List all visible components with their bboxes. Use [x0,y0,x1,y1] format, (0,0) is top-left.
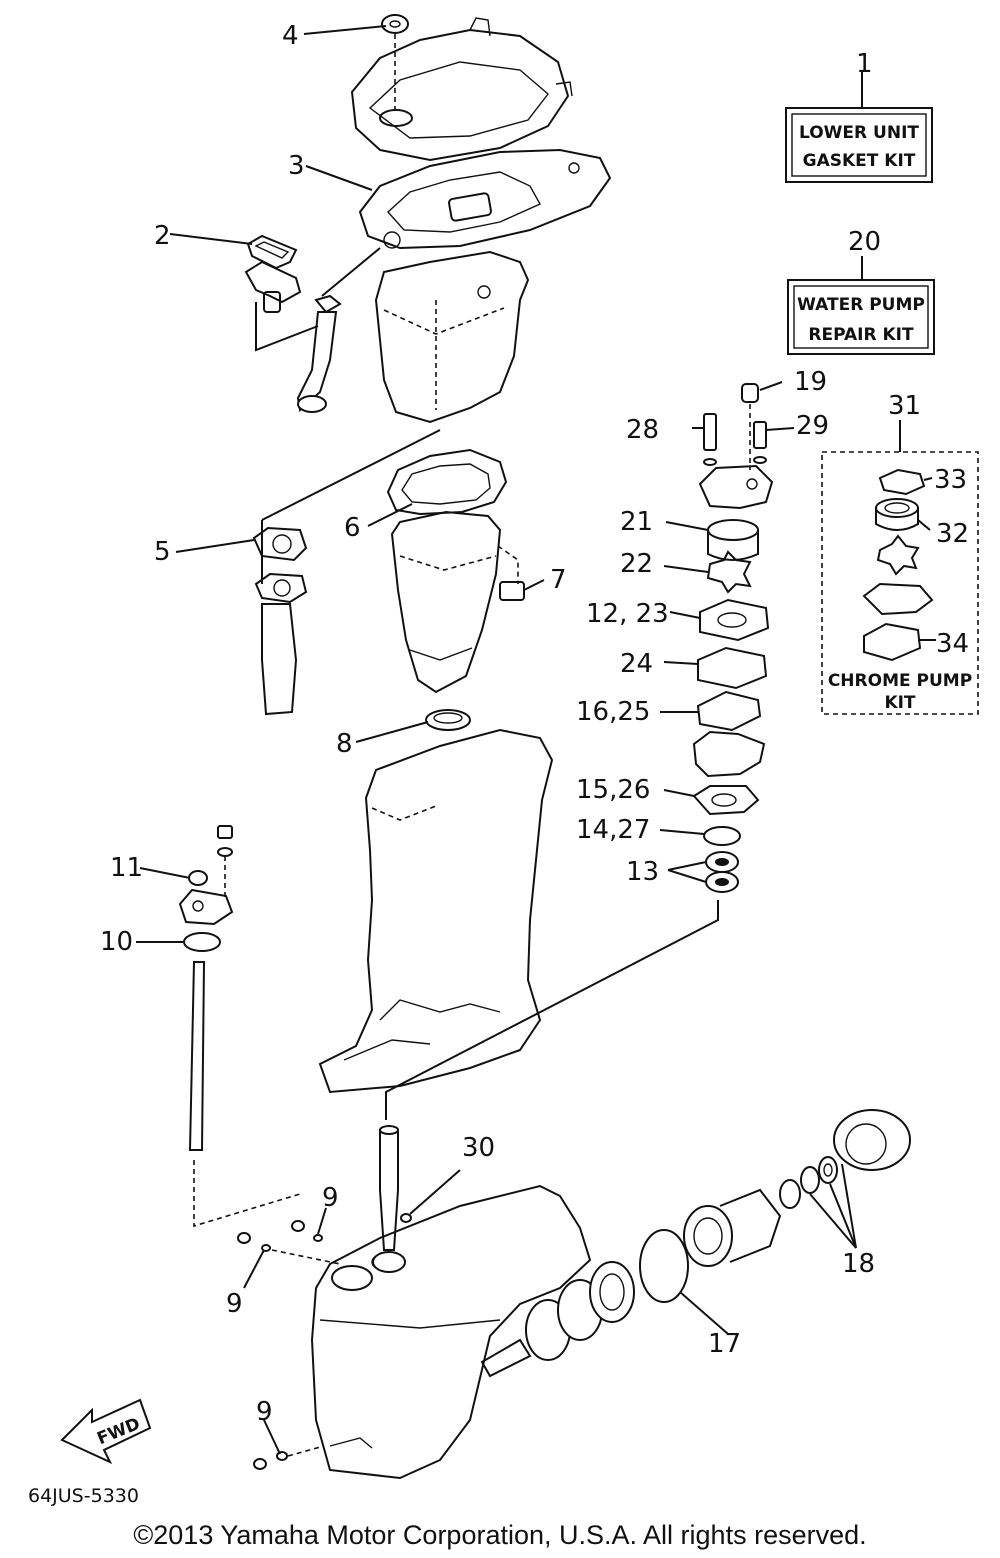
callout-9-upper: 9 [322,1183,339,1213]
lower-unit-gasket-kit-box: LOWER UNIT GASKET KIT [785,107,933,183]
grommet-part-19 [741,383,759,403]
callout-28: 28 [626,415,659,445]
chrome-pump-kit-line1: CHROME PUMP [828,671,972,691]
bolt-part-28 [703,413,717,466]
insert-cartridge-part-21 [707,519,759,561]
upper-casing-part [374,250,530,424]
impeller-in-kit-part [876,534,920,576]
o-ring-part-14-27 [703,826,741,846]
bracket-part [244,260,302,313]
callout-12-23: 12, 23 [586,599,669,629]
diagram-code: 64JUS-5330 [28,1485,139,1507]
screw-part-9c [253,1451,288,1470]
insert-part-32 [875,498,919,531]
nut-part-11 [188,870,208,886]
cartridge-part-33 [878,468,926,496]
bushing-part [779,1179,801,1209]
gasket-part-6 [386,448,508,516]
chrome-pump-kit-box [821,451,979,715]
lower-casing-cap-part [683,1188,782,1267]
lower-casing-part [318,728,554,1094]
water-pump-repair-kit-box: WATER PUMP REPAIR KIT [787,279,935,355]
washers-part-18 [800,1156,838,1194]
outer-plate-cartridge-part-24 [697,646,768,690]
impeller-part-22 [706,550,752,594]
bearing-housing-part [525,1261,635,1361]
callout-34: 34 [936,629,969,659]
callout-2: 2 [154,221,171,251]
screw-part-9a [237,1220,323,1252]
shift-rod-part [188,961,206,1151]
cap-part-7 [499,581,525,601]
water-tube-part [296,294,342,413]
callout-17: 17 [708,1329,741,1359]
oil-seal-part-13b [705,871,739,893]
callout-19: 19 [794,367,827,397]
grommet-part-30 [400,1213,412,1223]
callout-16-25: 16,25 [576,697,650,727]
callout-6: 6 [344,513,361,543]
propeller-cap-part [833,1109,911,1171]
seal-part-2 [246,234,298,270]
upper-cover-part [350,17,573,162]
exhaust-guide-part [390,510,502,694]
callout-32: 32 [936,519,969,549]
callout-13: 13 [626,857,659,887]
pump-body-part [692,730,766,778]
callout-33: 33 [934,465,967,495]
gasket-part-3 [358,148,612,250]
callout-3: 3 [288,151,305,181]
o-ring-part-10 [183,932,221,952]
callout-9-left: 9 [226,1289,243,1319]
callout-15-26: 15,26 [576,775,650,805]
bolt-part [217,825,233,857]
callout-22: 22 [620,549,653,579]
chrome-pump-kit-line2: KIT [884,693,915,713]
callout-4: 4 [282,21,299,51]
callout-18: 18 [842,1249,875,1279]
o-ring-part-17 [639,1229,689,1303]
forward-arrow: FWD [60,1398,152,1465]
bolt-part-29 [753,421,767,464]
gasket-part-15-26 [692,785,760,816]
shift-rod-housing-part [178,888,234,926]
gasket-part-12-23 [699,598,770,642]
lower-unit-kit-line1: LOWER UNIT [799,123,919,143]
oil-seal-part-13a [705,851,739,873]
callout-10: 10 [100,927,133,957]
callout-21: 21 [620,507,653,537]
callout-24: 24 [620,649,653,679]
plate-part-34 [863,622,922,662]
callout-5: 5 [154,537,171,567]
callout-7: 7 [550,565,567,595]
copyright-notice: ©2013 Yamaha Motor Corporation, U.S.A. A… [133,1520,866,1550]
callout-11: 11 [110,853,143,883]
pump-housing-part [698,464,774,510]
water-pump-kit-line2: REPAIR KIT [808,325,914,345]
gasket-in-kit-part [862,582,934,616]
washer-part-4 [381,14,409,34]
callout-20: 20 [848,227,881,257]
callout-31: 31 [888,391,921,421]
seal-part-8 [425,709,471,731]
lower-unit-kit-line2: GASKET KIT [803,151,916,171]
callout-29: 29 [796,411,829,441]
propeller-shaft-part [480,1338,532,1378]
drive-shaft-part [372,1125,406,1273]
callout-14-27: 14,27 [576,815,650,845]
plate-part-16-25 [696,690,762,732]
callout-9-lower: 9 [256,1397,273,1427]
water-pump-kit-line1: WATER PUMP [797,295,925,315]
callout-8: 8 [336,729,353,759]
exhaust-pipe-part [254,572,308,716]
callout-1: 1 [856,49,873,79]
callout-30: 30 [462,1133,495,1163]
